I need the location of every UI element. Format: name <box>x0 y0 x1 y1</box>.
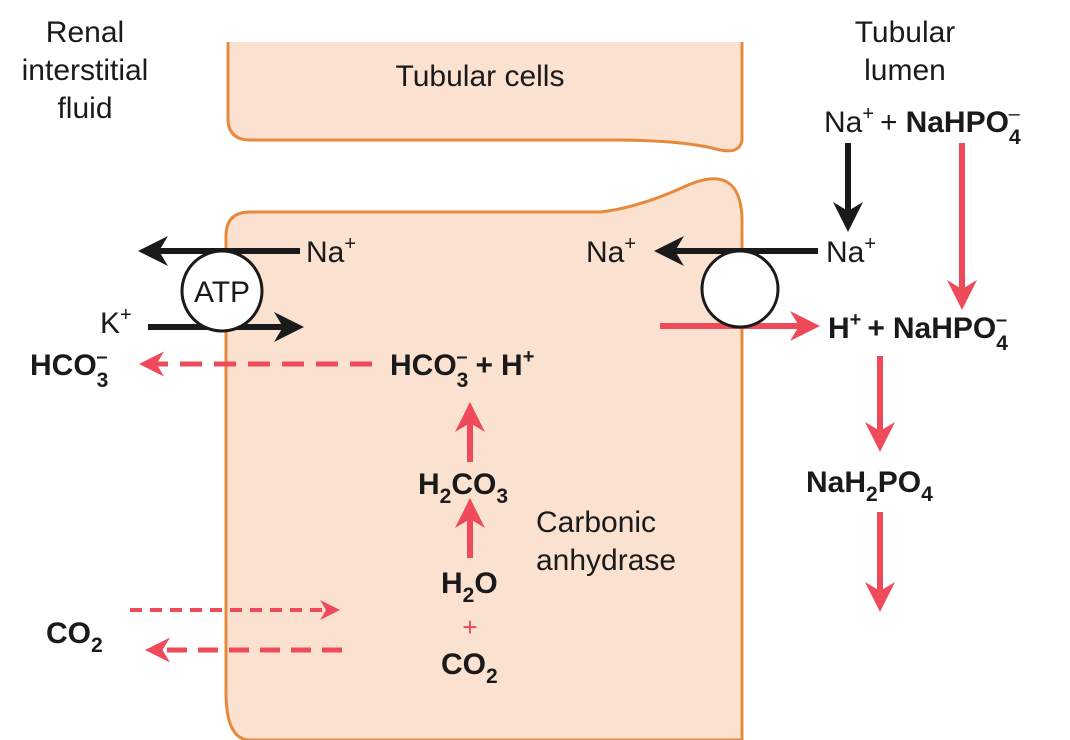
svg-text:fluid: fluid <box>57 92 112 125</box>
svg-text:interstitial: interstitial <box>22 54 149 87</box>
na-label-cell-right: Na+ <box>586 233 636 269</box>
plus-sign-cell: + <box>462 612 477 642</box>
na-label-pump-in: Na+ <box>306 233 356 269</box>
main-tubular-cell <box>224 177 744 740</box>
h2co3-label: H2CO3 <box>418 468 508 508</box>
hco3-plus-h-cell: HCO3–+H+ <box>390 346 534 392</box>
na-label-lumen-mid: Na+ <box>826 233 876 269</box>
svg-text:lumen: lumen <box>864 54 946 87</box>
na-h-countertransporter <box>700 249 780 329</box>
hco3-interstitial: HCO3– <box>30 346 108 392</box>
k-label: K+ <box>100 304 132 340</box>
h-plus-nahpo4-lumen: H++NaHPO4– <box>828 309 1008 355</box>
carbonic-anhydrase-label: Carbonic anhydrase <box>536 506 676 577</box>
svg-text:Tubular: Tubular <box>855 16 956 49</box>
nah2po4-label: NaH2PO4 <box>806 466 933 506</box>
atp-label: ATP <box>194 276 250 309</box>
na-k-atpase-pump <box>180 249 264 333</box>
upper-tubular-cell <box>226 42 744 153</box>
na-plus-nahpo4-lumen: Na++NaHPO4– <box>824 103 1021 149</box>
tubular-lumen-label: Tubular lumen <box>855 16 956 87</box>
svg-text:anhydrase: anhydrase <box>536 544 676 577</box>
h2o-label: H2O <box>441 567 498 607</box>
tubular-cells-label: Tubular cells <box>396 60 565 93</box>
svg-text:Carbonic: Carbonic <box>536 506 656 539</box>
interstitial-label: Renal interstitial fluid <box>22 16 149 125</box>
svg-text:Renal: Renal <box>46 16 124 49</box>
co2-interstitial-label: CO2 <box>46 617 103 657</box>
co2-cell-label: CO2 <box>441 648 498 688</box>
